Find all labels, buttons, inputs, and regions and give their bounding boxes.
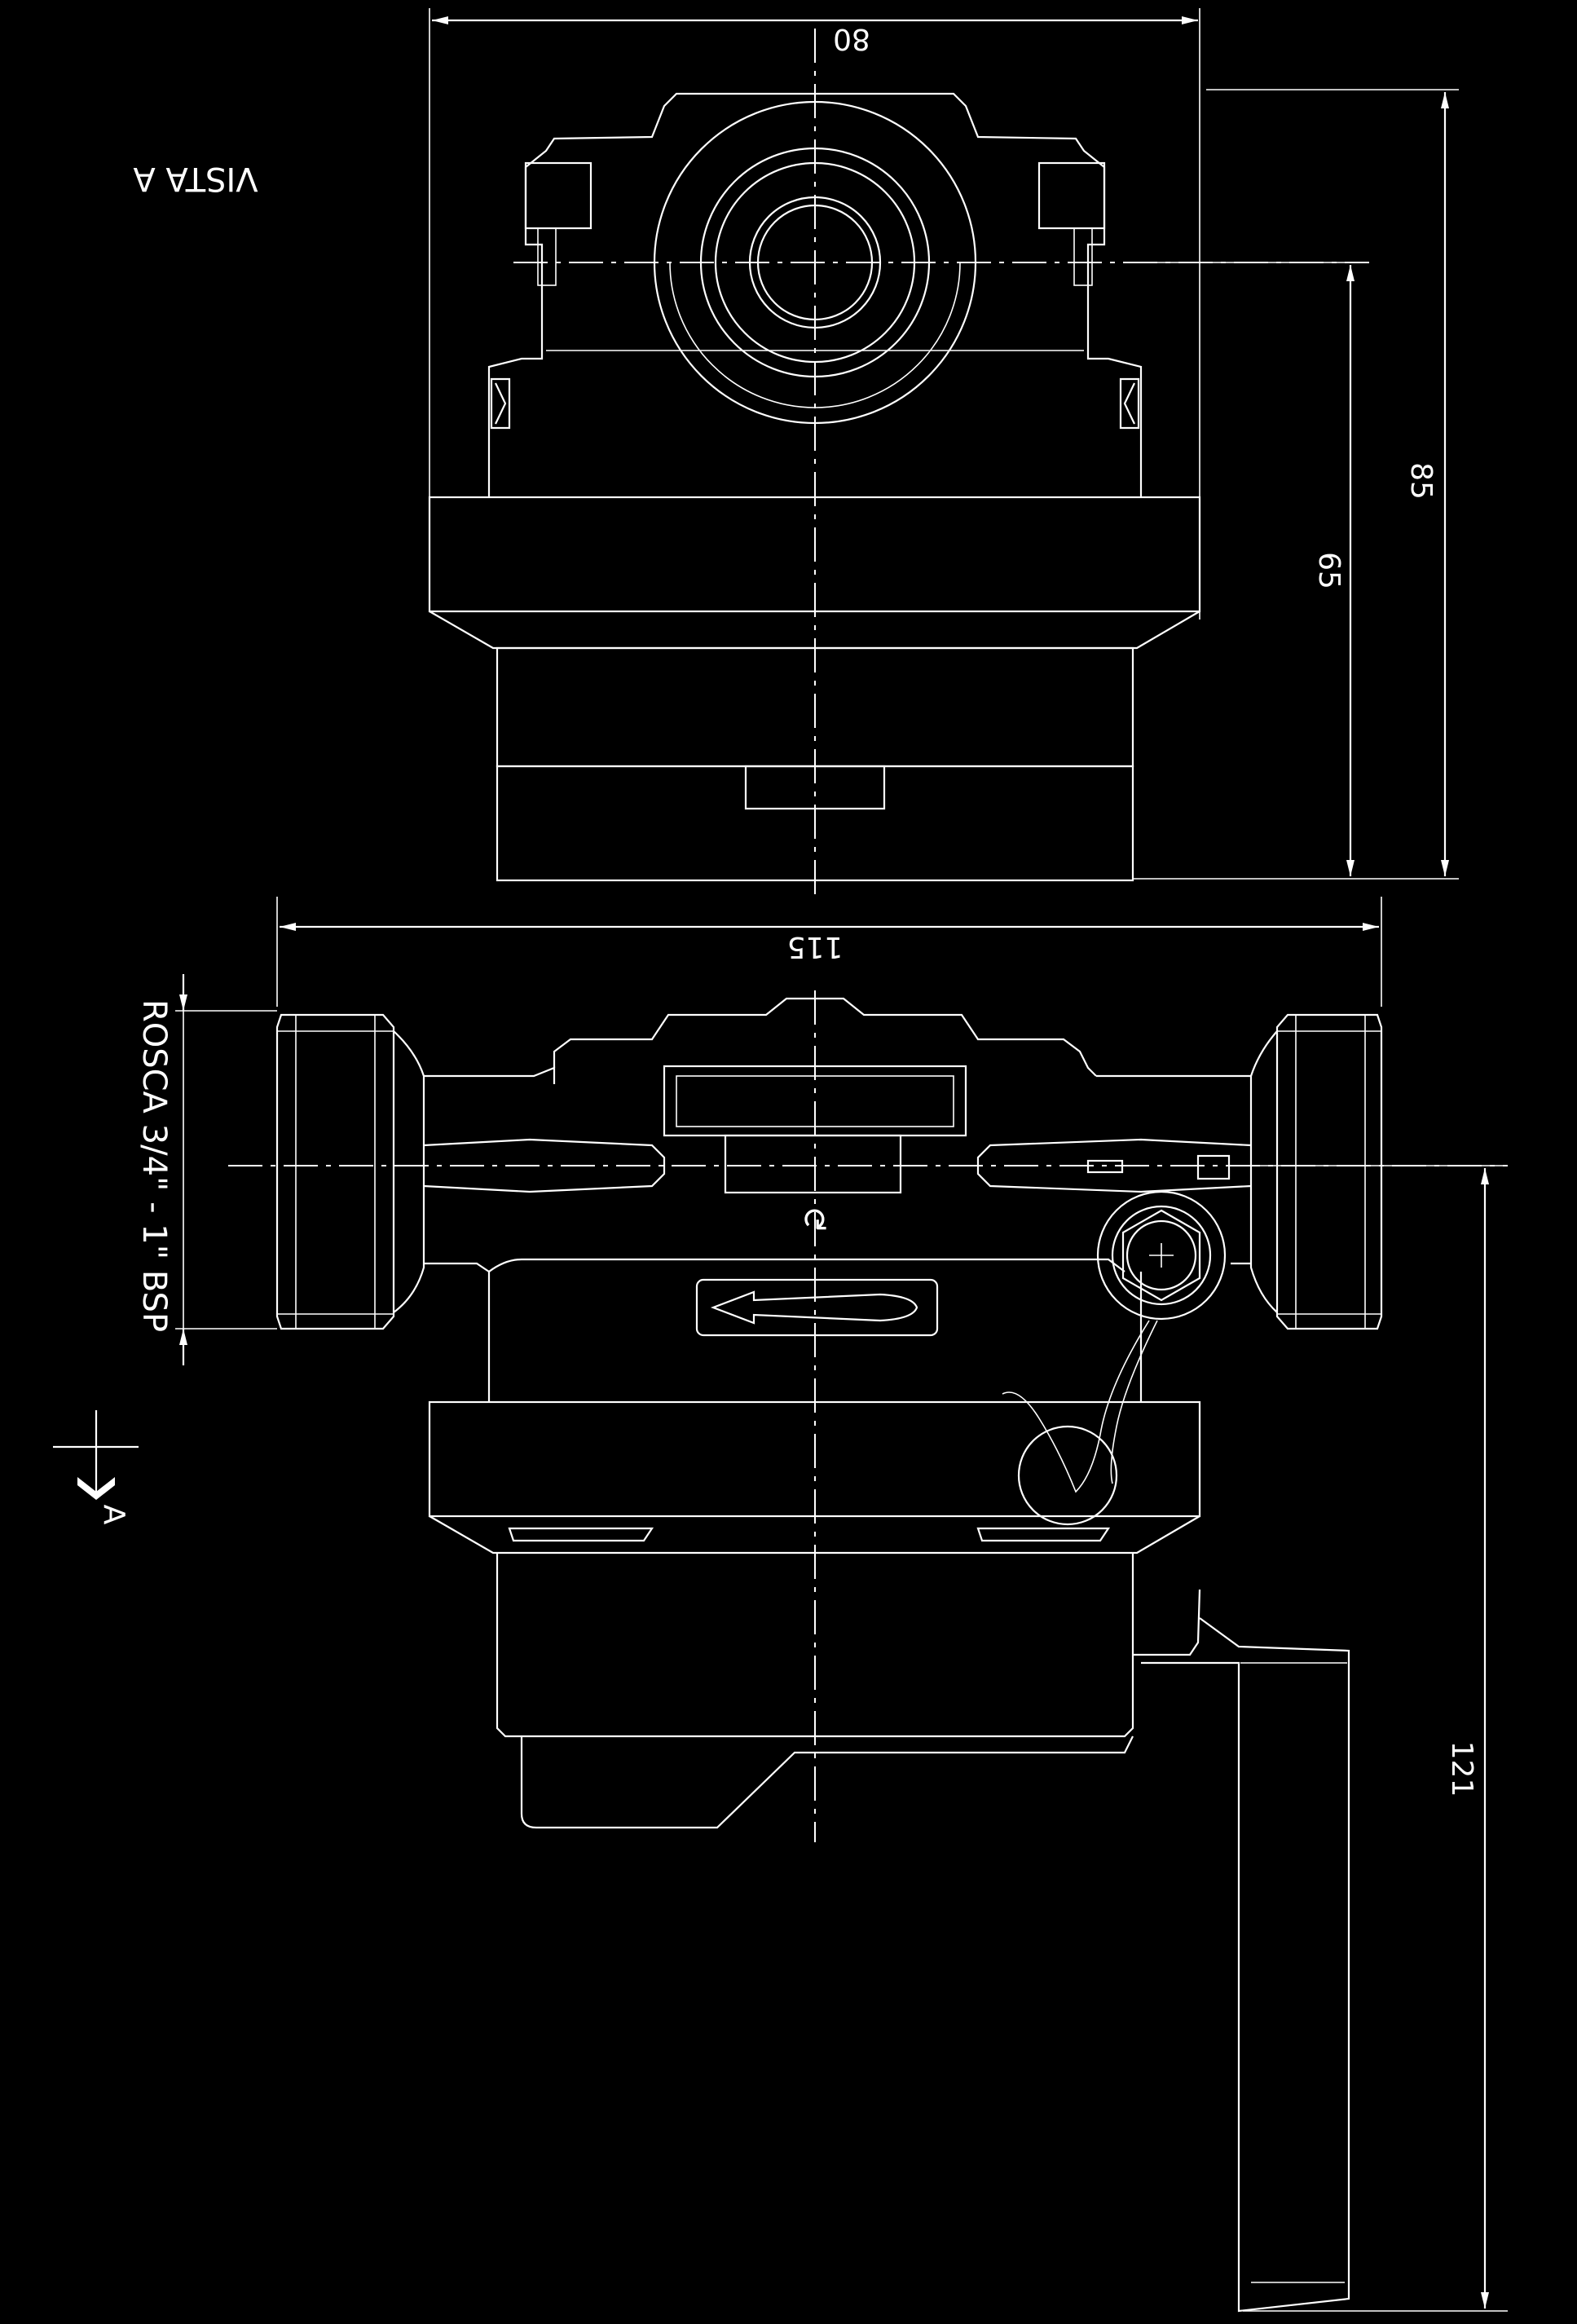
rotation-symbol: ↻ [801, 1199, 829, 1237]
dim-label-85: 85 [1404, 462, 1438, 500]
view-a-indicator [53, 1410, 139, 1500]
inner-port [748, 196, 882, 329]
cable-gland-knob [1017, 1425, 1118, 1526]
flow-arrow [710, 1290, 918, 1325]
motor-flange [428, 1400, 1201, 1518]
dim-label-115: 115 [787, 930, 844, 964]
flow-arrow-plate [695, 1278, 939, 1337]
left-connector-nut [275, 1013, 395, 1330]
outer-ring [653, 100, 977, 425]
view-marker-letter: A [97, 1505, 130, 1525]
dim-label-80: 80 [833, 22, 870, 55]
top-view [428, 8, 1459, 897]
view-title: VISTA A [133, 160, 258, 197]
front-view [53, 897, 1508, 2313]
dim-label-121: 121 [1445, 1741, 1478, 1797]
right-lug [1037, 161, 1106, 230]
bleed-screw [1096, 1190, 1227, 1321]
left-lug [524, 161, 592, 230]
dim-label-65: 65 [1312, 552, 1346, 589]
thread-note: ROSCA 3/4" - 1" BSP [135, 999, 173, 1332]
right-connector-nut [1275, 1013, 1383, 1330]
